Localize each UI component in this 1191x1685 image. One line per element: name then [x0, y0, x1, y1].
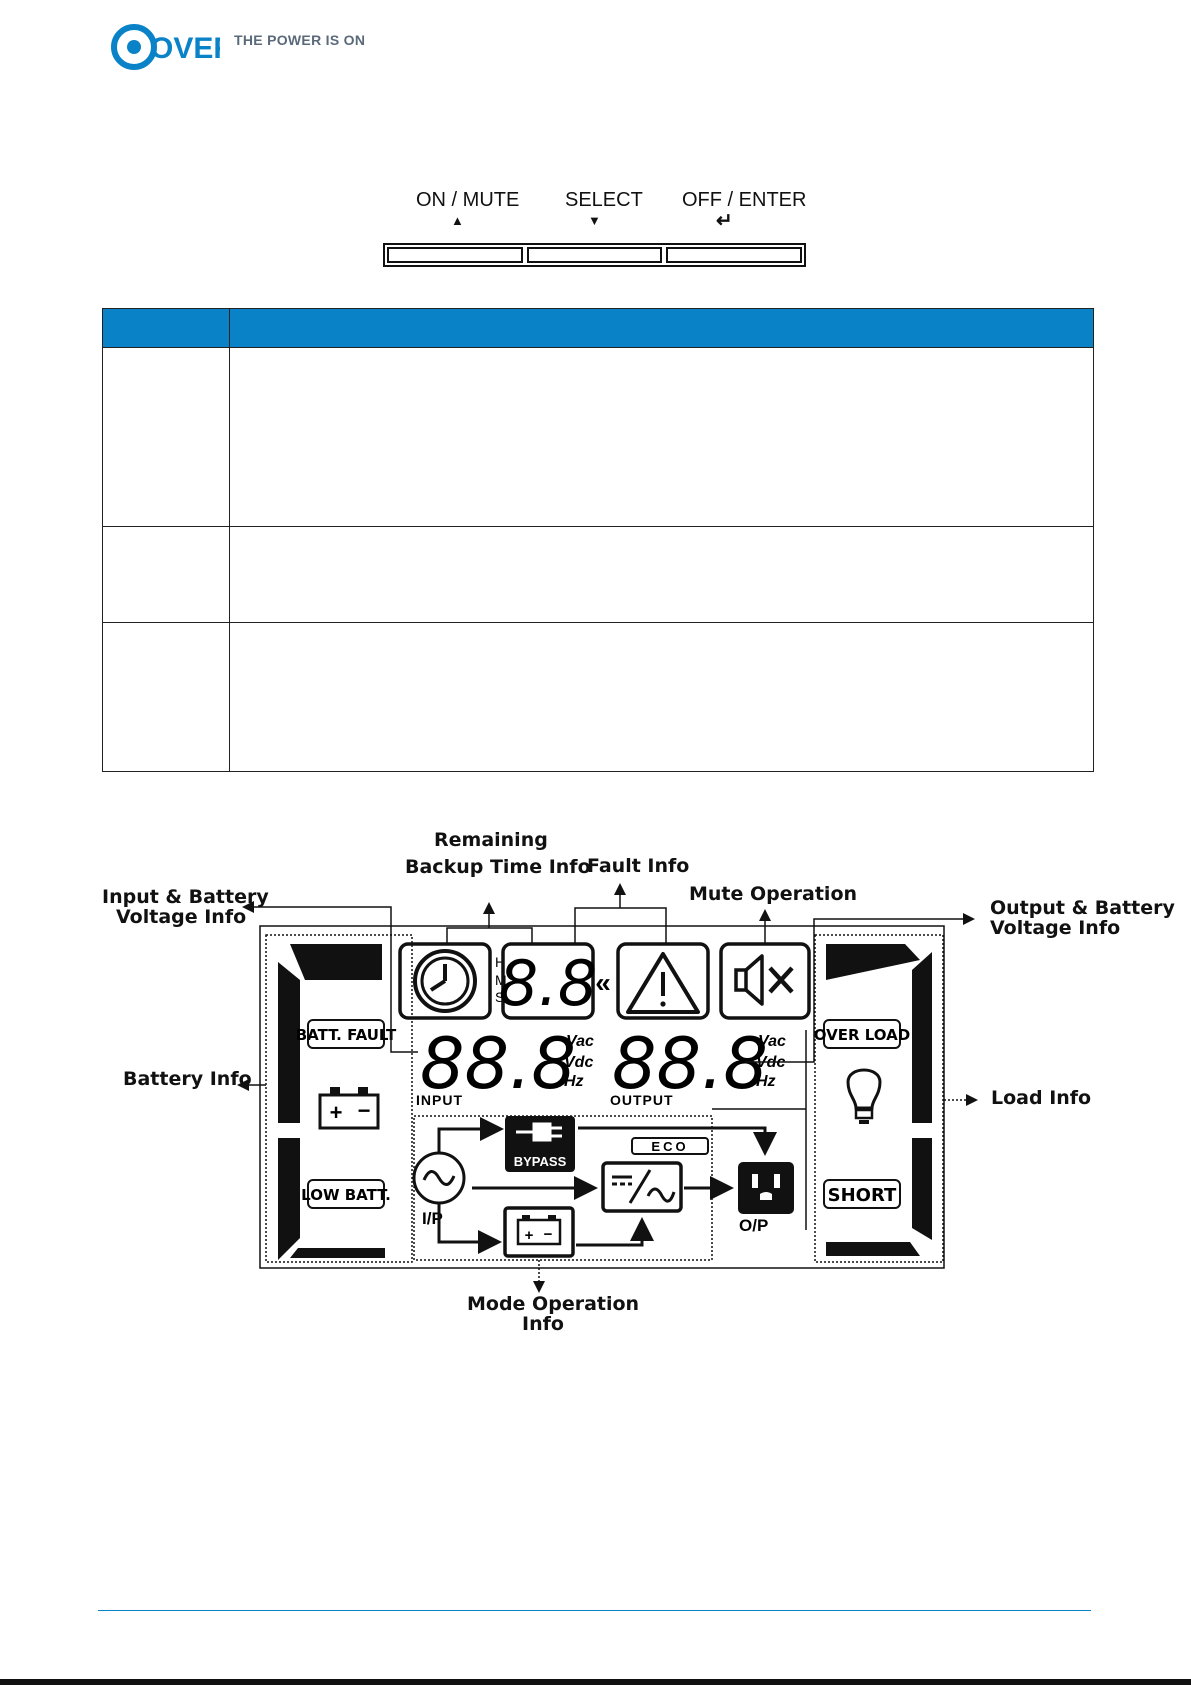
output-unit-hz: Hz — [756, 1073, 776, 1090]
svg-text:+: + — [525, 1227, 534, 1244]
button-function-table — [102, 308, 1094, 772]
table-row — [102, 622, 1094, 772]
op-label: O/P — [739, 1216, 768, 1235]
batt-fault-indicator — [307, 1019, 385, 1049]
footer-divider — [98, 1610, 1091, 1611]
fault-code-box — [501, 942, 595, 1020]
over-load-text: OVER LOAD — [814, 1026, 910, 1044]
seconds-unit: S — [495, 989, 504, 1005]
mode-operation-label: Mode Operation — [467, 1293, 640, 1315]
svg-text:−: − — [544, 1226, 553, 1243]
battery-panel — [265, 934, 413, 1263]
batt-fault-text: BATT. FAULT — [296, 1026, 397, 1044]
brand-logo: OVER — [110, 22, 235, 72]
fault-info-label: Fault Info — [587, 855, 690, 877]
remaining-label: Remaining — [434, 829, 548, 851]
table-header-button — [102, 308, 230, 348]
lcd-diagram: BATT. FAULT + − LOW BATT. OVER LOAD SHOR… — [237, 883, 978, 1293]
clock-icon — [413, 949, 477, 1013]
table-cell-button — [102, 347, 230, 527]
input-battery-label: Input & Battery — [102, 886, 269, 908]
table-cell-description — [229, 347, 1094, 527]
mute-operation-label: Mute Operation — [689, 883, 858, 905]
table-cell-button — [102, 526, 230, 623]
enter-arrow-icon: ↵ — [716, 210, 733, 232]
mute-box — [719, 942, 811, 1020]
table-row — [102, 347, 1094, 527]
load-bar-top — [826, 944, 920, 980]
battery-info-label: Battery Info — [123, 1068, 252, 1090]
on-mute-key[interactable] — [387, 247, 523, 263]
off-enter-label: OFF / ENTER — [682, 189, 807, 211]
input-label: INPUT — [416, 1092, 463, 1108]
input-unit-vdc: Vdc — [564, 1054, 593, 1071]
output-unit-vac: Vac — [758, 1033, 786, 1050]
bypass-label: BYPASS — [514, 1154, 567, 1169]
output-voltage-label: Voltage Info — [990, 917, 1121, 939]
short-indicator — [823, 1179, 901, 1209]
input-unit-vac: Vac — [566, 1033, 594, 1050]
table-row — [102, 526, 1094, 623]
double-chevron-icon: « — [595, 967, 611, 998]
on-mute-label: ON / MUTE — [416, 189, 520, 211]
mode-info-label: Info — [522, 1313, 564, 1335]
load-bar-mid — [912, 952, 932, 1123]
button-panel — [383, 243, 806, 267]
bulb-icon — [846, 1068, 882, 1124]
table-cell-description — [229, 526, 1094, 623]
low-batt-indicator — [307, 1179, 385, 1209]
backup-time-label: Backup Time Info — [405, 856, 591, 878]
mute-speaker-icon — [734, 954, 794, 1006]
fault-code-digits: 8.8 — [499, 947, 598, 1020]
up-arrow-icon: ▲ — [451, 213, 464, 228]
eco-label: ECO — [651, 1139, 688, 1154]
output-battery-label: Output & Battery — [990, 897, 1175, 919]
battery-bar-mid — [278, 962, 300, 1123]
output-digits: 88.8 — [612, 1023, 768, 1105]
short-text: SHORT — [828, 1185, 897, 1206]
output-label: OUTPUT — [610, 1092, 674, 1108]
bypass-icon — [505, 1116, 575, 1172]
inverter-icon — [601, 1161, 683, 1213]
off-enter-key[interactable] — [666, 247, 803, 263]
mode-battery-icon: + − — [503, 1206, 575, 1258]
ac-input-icon — [412, 1151, 466, 1205]
tagline: THE POWER IS ON — [234, 32, 366, 48]
fault-box — [616, 942, 710, 1020]
table-header-function — [229, 308, 1094, 348]
low-batt-text: LOW BATT. — [301, 1186, 391, 1204]
input-digits: 88.8 — [420, 1023, 576, 1105]
input-unit-hz: Hz — [564, 1073, 584, 1090]
select-label: SELECT — [565, 189, 643, 211]
load-info-label: Load Info — [991, 1087, 1092, 1109]
load-bar-bottom — [826, 1242, 920, 1256]
battery-bar-bottom — [290, 1248, 385, 1258]
down-arrow-icon: ▼ — [588, 213, 601, 228]
table-header-row — [102, 308, 1094, 348]
table-cell-description — [229, 622, 1094, 772]
svg-text:+: + — [330, 1100, 343, 1125]
hours-unit: H — [495, 954, 505, 970]
battery-bar-low — [278, 1138, 300, 1260]
bottom-edge-bar — [0, 1679, 1191, 1685]
backup-time-box — [398, 942, 492, 1020]
eco-indicator — [631, 1137, 709, 1155]
table-cell-button — [102, 622, 230, 772]
over-load-indicator — [823, 1019, 901, 1049]
svg-text:−: − — [358, 1098, 371, 1123]
warning-icon — [626, 952, 700, 1014]
load-bar-low — [912, 1138, 932, 1240]
battery-bar-top — [290, 944, 382, 980]
battery-icon: + − — [318, 1087, 380, 1130]
input-voltage-label: Voltage Info — [116, 906, 247, 928]
minutes-unit: M — [495, 972, 507, 988]
select-key[interactable] — [526, 247, 663, 263]
brand-name: OVER — [150, 32, 220, 65]
load-panel — [814, 934, 944, 1263]
output-socket-icon — [738, 1162, 794, 1214]
